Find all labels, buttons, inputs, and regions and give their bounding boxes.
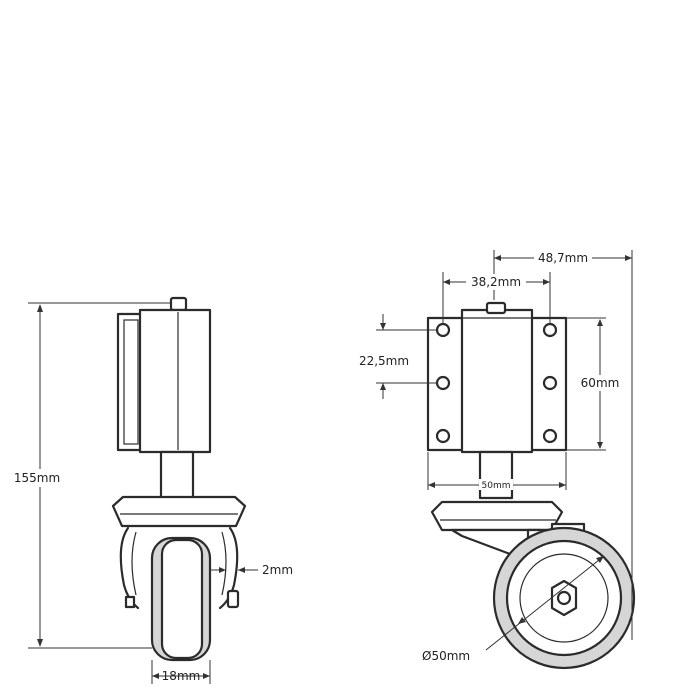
side-axle-nut (226, 589, 240, 609)
front-stem (478, 450, 514, 500)
hole-left-3 (435, 428, 451, 444)
side-wheel-hub (160, 538, 204, 660)
dim-label-diameter-50: Ø50mm (422, 649, 470, 663)
side-axle-cap (124, 595, 136, 609)
side-flange-inner (123, 319, 139, 445)
hole-left-2 (435, 375, 451, 391)
front-swivel-plate (430, 500, 564, 532)
front-axle (556, 590, 572, 606)
dim-label-22-5: 22,5mm (359, 354, 409, 368)
dim-label-155: 155mm (14, 471, 60, 485)
hole-right-3 (542, 428, 558, 444)
side-view: 155mm 2mm 18mm (6, 296, 293, 684)
side-stem (159, 450, 195, 502)
hole-right-2 (542, 375, 558, 391)
dim-label-48-7: 48,7mm (538, 251, 588, 265)
hole-left-1 (435, 322, 451, 338)
side-swivel-plate (111, 495, 247, 528)
dim-label-38-2: 38,2mm (471, 275, 521, 289)
side-socket-body (138, 308, 212, 454)
dim-label-60: 60mm (581, 376, 620, 390)
side-top-pin (169, 296, 188, 312)
dim-label-50-plate: 50mm (482, 481, 511, 491)
side-fork-right (218, 526, 239, 610)
hole-right-1 (542, 322, 558, 338)
dim-label-2: 2mm (262, 563, 293, 577)
front-top-pin (485, 301, 507, 315)
front-view: 48,7mm 38,2mm 22,5mm 60mm 50mm (359, 250, 636, 670)
front-socket-body (460, 308, 534, 454)
dim-label-18: 18mm (162, 669, 201, 683)
front-wheel-inner (519, 553, 609, 643)
